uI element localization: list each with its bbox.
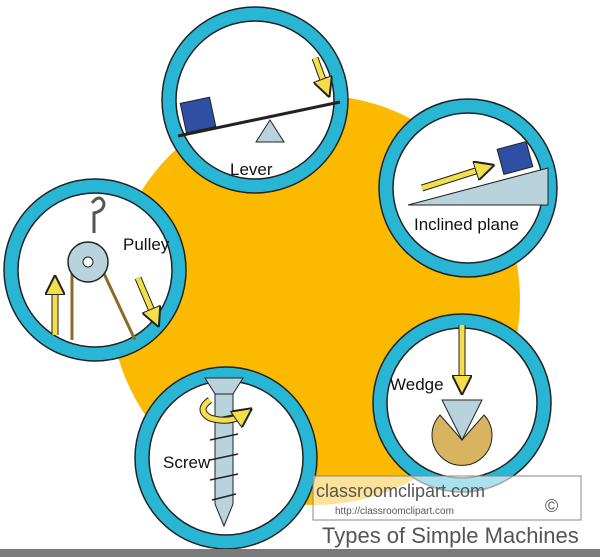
down-arrow-icon [312, 57, 326, 88]
wedge-label: Wedge [390, 375, 444, 394]
watermark: classroomclipart.com http://classroomcli… [312, 475, 582, 521]
ramp [407, 167, 549, 206]
watermark-site: classroomclipart.com [316, 481, 485, 501]
pulley-hook [90, 196, 106, 233]
lever-fulcrum [255, 119, 285, 143]
caption: Types of Simple Machines [322, 523, 579, 548]
wedge-shape [441, 399, 483, 442]
lever-circle: Lever [161, 6, 349, 194]
screw-circle: Screw [134, 366, 318, 550]
pulley-circle: Pulley [3, 178, 187, 362]
lever-bar [177, 100, 341, 138]
wedge-circle: Wedge [372, 313, 552, 493]
inclined-plane-label: Inclined plane [414, 215, 519, 234]
copyright-symbol: © [545, 496, 558, 516]
bottom-bar [0, 549, 600, 557]
rotate-arrow-icon [200, 397, 244, 420]
lever-block [179, 96, 217, 134]
watermark-url: http://classroomclipart.com [335, 506, 454, 517]
down-arrow-icon [135, 277, 155, 318]
screw-shaft [214, 393, 234, 528]
lever-label: Lever [230, 160, 273, 179]
ramp-block [496, 140, 534, 176]
up-ramp-arrow-icon [421, 168, 485, 191]
inclined-plane-circle: Inclined plane [378, 98, 558, 278]
pulley-label: Pulley [123, 235, 170, 254]
screw-label: Screw [163, 453, 211, 472]
